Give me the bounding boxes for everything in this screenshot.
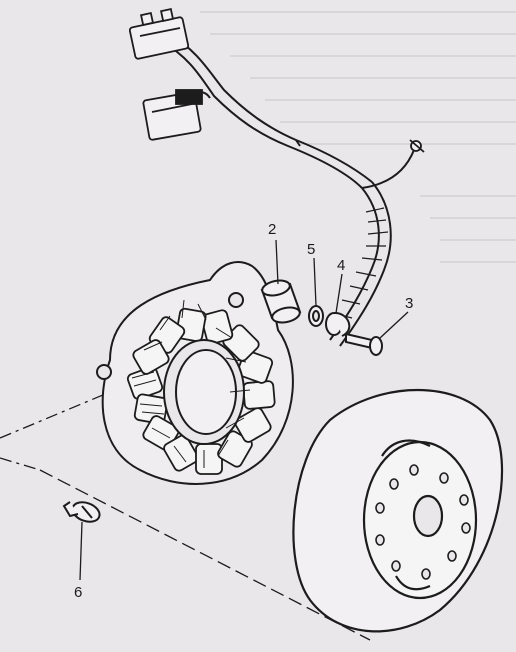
callout-4: 4 [337, 257, 345, 274]
part-6-screw [62, 501, 101, 523]
rotor-bolt-holes [375, 464, 471, 580]
part-4-wire-clamp [325, 311, 351, 337]
connector-upper [128, 8, 190, 60]
coil-hatching [131, 299, 251, 468]
callout-6: 6 [74, 584, 82, 601]
flywheel-rotor [292, 388, 504, 633]
ground-terminal [409, 139, 425, 153]
stator-core-bore [163, 339, 245, 445]
callout-3: 3 [405, 295, 413, 312]
part-2-collar [260, 279, 302, 324]
callout-2: 2 [268, 221, 276, 238]
callout-5: 5 [307, 241, 315, 258]
alignment-axis [0, 391, 371, 641]
background-text-ghost [200, 11, 516, 263]
part-3-bolt [345, 332, 383, 356]
stator-coil-windings [126, 307, 276, 475]
part-5-washer [308, 305, 324, 327]
connector-lower [142, 89, 203, 141]
leader-lines [79, 239, 409, 581]
